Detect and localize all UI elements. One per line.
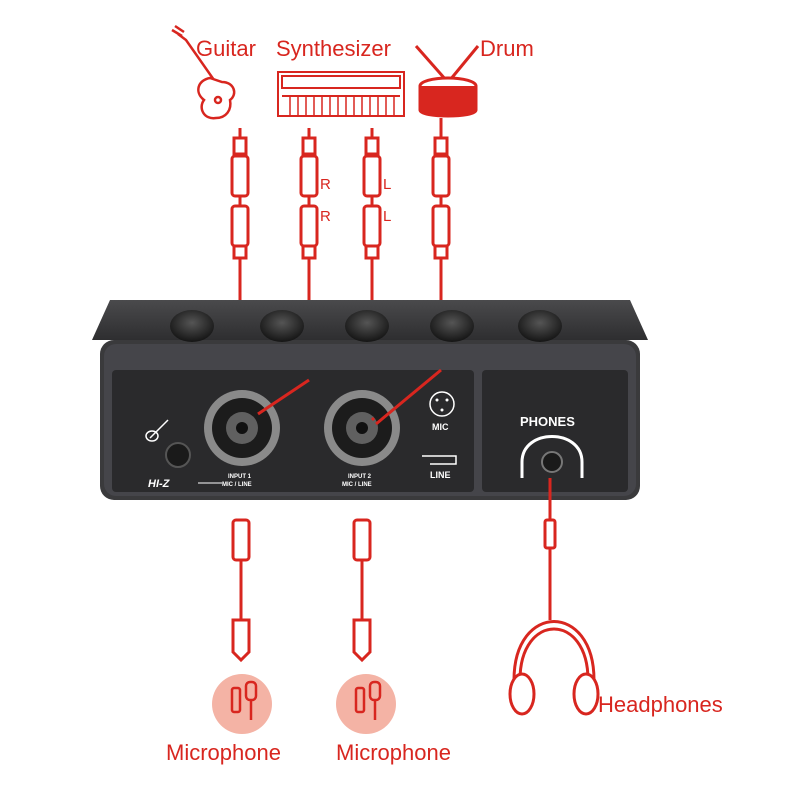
cable-connections (257, 368, 442, 426)
synth-left-label-2: L (383, 208, 392, 225)
top-cables (230, 118, 451, 420)
phones-jack (541, 451, 563, 473)
knob-2 (260, 310, 304, 342)
drum-icon (414, 45, 480, 118)
headphones-label: Headphones (598, 692, 723, 717)
guitar-label: Guitar (196, 36, 256, 61)
synth-left-cable (362, 128, 382, 420)
headphones-symbol-icon (520, 435, 584, 478)
headphone-cable (543, 478, 557, 620)
microphone-label-1: Microphone (166, 740, 281, 765)
synth-left-label-1: L (383, 176, 392, 193)
knob-3 (345, 310, 389, 342)
microphone-icon-2 (336, 674, 396, 734)
mic-cable-1 (231, 518, 251, 663)
headphones-icon (508, 620, 600, 716)
knob-1 (170, 310, 214, 342)
knobs (170, 310, 562, 342)
input1-line2: MIC / LINE (222, 482, 252, 488)
xlr-symbol-icon (429, 391, 455, 417)
hiz-label: HI-Z (148, 478, 170, 490)
input2-line1: INPUT 2 (348, 474, 372, 480)
guitar-cable (230, 128, 250, 300)
drum-cable (431, 118, 451, 370)
synthesizer-label: Synthesizer (276, 36, 391, 61)
synthesizer-icon (277, 71, 405, 117)
guitar-icon (171, 24, 236, 120)
jack-symbol-icon (422, 455, 457, 465)
audio-interface (92, 300, 648, 500)
combo-jack-2 (324, 390, 400, 466)
synth-right-label-1: R (320, 176, 331, 193)
line-label: LINE (430, 470, 451, 480)
mic-label: MIC (432, 422, 449, 432)
input1-line1: INPUT 1 (228, 474, 252, 480)
knob-4 (430, 310, 474, 342)
microphone-label-2: Microphone (336, 740, 451, 765)
drum-label: Drum (480, 36, 534, 61)
panel-guitar-icon (145, 419, 169, 442)
knob-5 (518, 310, 562, 342)
combo-jack-1 (204, 390, 280, 466)
phones-label: PHONES (520, 414, 575, 429)
synth-right-label-2: R (320, 208, 331, 225)
mic-cable-2 (352, 518, 372, 663)
microphone-icon-1 (212, 674, 272, 734)
input2-line2: MIC / LINE (342, 482, 372, 488)
hiz-jack (165, 442, 191, 468)
